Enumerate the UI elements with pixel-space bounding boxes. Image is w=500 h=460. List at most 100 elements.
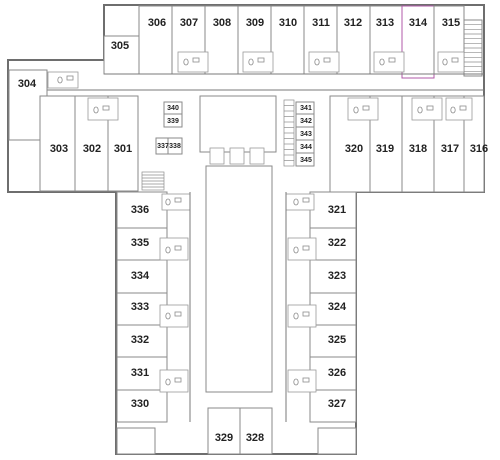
- room-305-area[interactable]: [103, 35, 140, 75]
- bath-314-315: [437, 51, 465, 73]
- toilet-fixture: [314, 58, 320, 66]
- room-312-area[interactable]: [336, 5, 371, 75]
- room-329-area[interactable]: [207, 407, 241, 455]
- bottom-right-room: [317, 427, 357, 455]
- toilet-fixture: [57, 76, 63, 84]
- room-328-area[interactable]: [239, 407, 273, 455]
- sink-fixture: [174, 311, 182, 317]
- room-345-area[interactable]: [295, 152, 315, 167]
- room-303-area[interactable]: [39, 95, 76, 192]
- label-308: 308: [213, 17, 231, 29]
- label-313: 313: [376, 17, 394, 29]
- toilet-fixture: [165, 378, 171, 386]
- elevator-1: [209, 147, 225, 165]
- toilet-fixture: [93, 106, 99, 114]
- sink-fixture: [102, 105, 110, 111]
- label-307: 307: [180, 17, 198, 29]
- elevator-2: [229, 147, 245, 165]
- room-338-area[interactable]: [167, 137, 183, 155]
- label-324: 324: [328, 301, 347, 313]
- room-327-area[interactable]: [309, 389, 357, 423]
- bath-326-327: [287, 369, 317, 393]
- bottom-left-room: [116, 427, 156, 455]
- bath-331-330: [159, 369, 189, 393]
- bath-333-332: [159, 304, 189, 328]
- toilet-fixture: [353, 106, 359, 114]
- sink-fixture: [388, 57, 396, 63]
- toilet-fixture: [293, 312, 299, 320]
- toilet-fixture: [248, 58, 254, 66]
- label-301: 301: [114, 143, 132, 155]
- label-330: 330: [131, 398, 149, 410]
- label-303: 303: [50, 143, 68, 155]
- sink-fixture: [459, 105, 467, 111]
- bath-324-325: [287, 304, 317, 328]
- label-338: 338: [169, 143, 181, 150]
- room-323-area[interactable]: [309, 259, 357, 294]
- sink-fixture: [302, 311, 310, 317]
- label-306: 306: [148, 17, 166, 29]
- room-334-area[interactable]: [116, 259, 168, 294]
- label-302: 302: [83, 143, 101, 155]
- sink-fixture: [174, 197, 182, 203]
- toilet-fixture: [417, 106, 423, 114]
- label-327: 327: [328, 398, 346, 410]
- toilet-fixture: [450, 106, 456, 114]
- label-344: 344: [300, 144, 312, 151]
- sink-fixture: [451, 57, 459, 63]
- label-333: 333: [131, 301, 149, 313]
- label-340: 340: [167, 105, 179, 112]
- label-318: 318: [409, 143, 427, 155]
- room-308-area[interactable]: [204, 5, 239, 75]
- room-314-area[interactable]: [401, 5, 435, 79]
- label-326: 326: [328, 367, 346, 379]
- label-328: 328: [246, 432, 264, 444]
- atrium-shaft: [205, 165, 273, 393]
- label-335: 335: [131, 237, 149, 249]
- sink-fixture: [174, 245, 182, 251]
- sink-fixture: [192, 57, 200, 63]
- room-335-area[interactable]: [116, 227, 168, 261]
- sink-fixture: [362, 105, 370, 111]
- sink-fixture: [302, 245, 310, 251]
- sink-fixture: [302, 197, 310, 203]
- label-316: 316: [470, 143, 488, 155]
- label-317: 317: [441, 143, 459, 155]
- sink-fixture: [323, 57, 331, 63]
- room-339-area[interactable]: [163, 113, 183, 128]
- label-329: 329: [215, 432, 233, 444]
- label-320: 320: [345, 143, 363, 155]
- label-341: 341: [300, 105, 312, 112]
- bath-335-334: [159, 237, 189, 261]
- room-labels: 306 307 308 309 310 311 312 313 314 315 …: [18, 17, 488, 444]
- room-330-area[interactable]: [116, 389, 168, 423]
- room-321-area[interactable]: [309, 191, 357, 229]
- label-315: 315: [442, 17, 460, 29]
- toilet-fixture: [293, 198, 299, 206]
- label-337: 337: [157, 143, 169, 150]
- toilet-fixture: [293, 246, 299, 254]
- toilet-fixture: [379, 58, 385, 66]
- room-301-area[interactable]: [107, 95, 139, 192]
- label-321: 321: [328, 204, 346, 216]
- room-324-area[interactable]: [309, 292, 357, 326]
- label-325: 325: [328, 334, 346, 346]
- label-314: 314: [409, 17, 428, 29]
- label-319: 319: [376, 143, 394, 155]
- sink-fixture: [257, 57, 265, 63]
- toilet-fixture: [442, 58, 448, 66]
- toilet-fixture: [165, 312, 171, 320]
- room-325-area[interactable]: [309, 324, 357, 358]
- label-339: 339: [167, 118, 179, 125]
- label-310: 310: [279, 17, 297, 29]
- sink-fixture: [174, 377, 182, 383]
- sink-fixture: [426, 105, 434, 111]
- room-332-area[interactable]: [116, 324, 168, 358]
- bath-fixtures: [57, 24, 482, 386]
- room-336-area[interactable]: [116, 191, 168, 229]
- label-332: 332: [131, 334, 149, 346]
- sink-fixture: [66, 75, 74, 81]
- sink-fixture: [302, 377, 310, 383]
- toilet-fixture: [183, 58, 189, 66]
